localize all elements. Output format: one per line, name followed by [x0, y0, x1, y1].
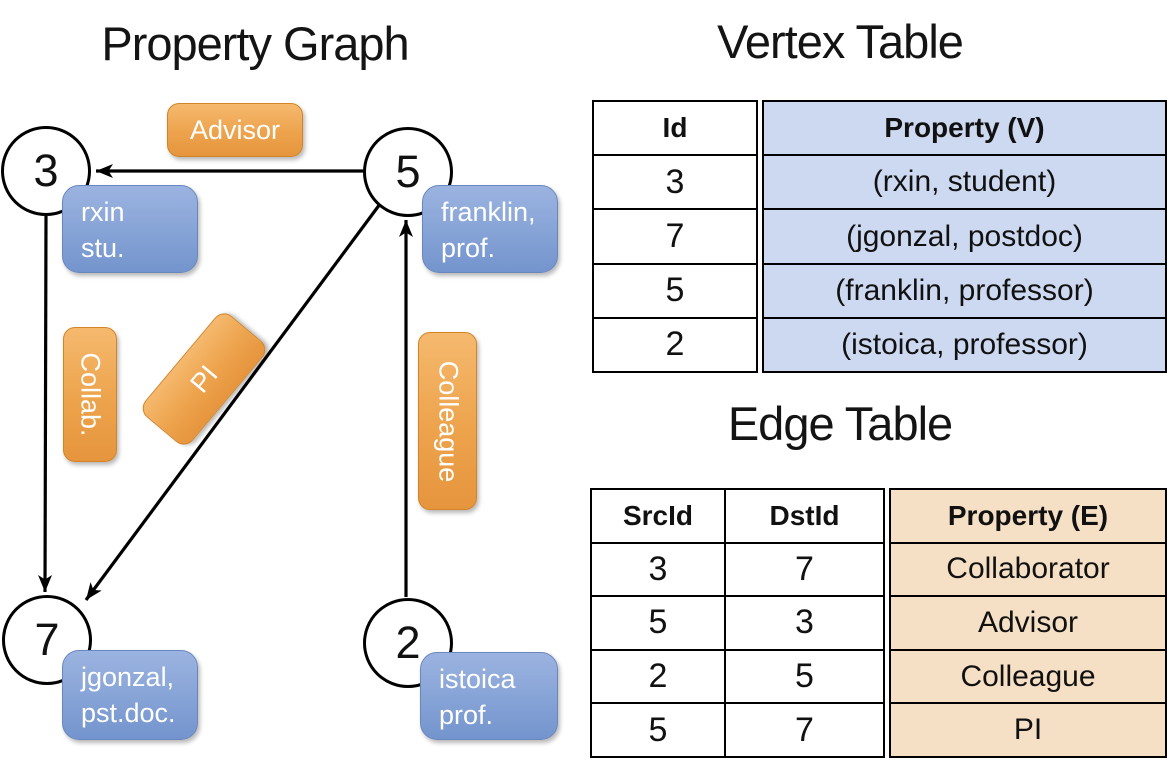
vertex-property-line: rxin [81, 197, 125, 227]
edge-dstid-cell: 7 [726, 541, 883, 596]
vertex-id-cell: 7 [594, 208, 756, 262]
edge-property-cell: PI [891, 702, 1165, 756]
vertex-property-cell: (istoica, professor) [764, 316, 1165, 371]
vertex-property-box-franklin: franklin, prof. [422, 185, 558, 273]
edge-srcid-cell: 2 [592, 648, 724, 703]
vertex-id-cell: 3 [594, 154, 756, 208]
vertex-property-box-rxin: rxin stu. [62, 185, 198, 273]
edge-ids-columns: SrcId 3 5 2 5 DstId 7 3 5 7 [590, 488, 885, 758]
vertex-table: Id 3 7 5 2 Property (V) (rxin, student) … [592, 100, 1167, 373]
property-graph-title: Property Graph [101, 17, 409, 70]
edge-property-cell: Collaborator [891, 541, 1165, 596]
vertex-property-line: jgonzal, [81, 662, 175, 692]
edge-label-text: Advisor [189, 114, 281, 145]
graph-node-5: 5 [363, 127, 453, 217]
edge-property-header: Property (E) [947, 499, 1109, 531]
vertex-property-line: istoica [439, 664, 516, 694]
edge-label-colleague: Colleague [418, 332, 477, 510]
graph-node-2: 2 [363, 598, 453, 688]
edge-table: SrcId 3 5 2 5 DstId 7 3 5 7 Property (E)… [590, 488, 1167, 758]
edge-label-text: PI [183, 359, 224, 399]
vertex-property-box-istoica: istoica prof. [420, 652, 558, 740]
vertex-property-header: Property (V) [884, 112, 1045, 144]
node-id-label: 7 [34, 614, 60, 665]
vertex-property-line: franklin, [441, 197, 536, 227]
edge-arrow-3-to-7 [38, 215, 53, 593]
edge-property-cell: Advisor [891, 595, 1165, 649]
edge-srcid-cell: 3 [592, 541, 724, 596]
edge-dstid-cell: 5 [726, 648, 883, 703]
edge-srcid-cell: 5 [592, 595, 724, 649]
vertex-table-title: Vertex Table [717, 15, 964, 68]
node-id-label: 5 [395, 146, 421, 197]
edge-srcid-cell: 5 [592, 702, 724, 756]
edge-property-cell: Colleague [891, 648, 1165, 703]
vertex-id-column: Id 3 7 5 2 [592, 100, 758, 373]
vertex-property-column: Property (V) (rxin, student) (jgonzal, p… [762, 100, 1167, 373]
vertex-property-cell: (rxin, student) [764, 154, 1165, 208]
edge-dstid-cell: 3 [726, 595, 883, 649]
vertex-property-line: stu. [81, 233, 125, 263]
graph-edges-canvas [38, 164, 413, 601]
edge-label-collab: Collab. [63, 327, 117, 462]
vertex-property-box-jgonzal: jgonzal, pst.doc. [62, 650, 198, 740]
edge-label-advisor: Advisor [167, 103, 303, 157]
edge-srcid-column: SrcId 3 5 2 5 [592, 490, 726, 756]
edge-dstid-cell: 7 [726, 702, 883, 756]
edge-dstid-column: DstId 7 3 5 7 [726, 490, 883, 756]
vertex-id-cell: 2 [594, 316, 756, 371]
edge-srcid-header: SrcId [622, 499, 694, 531]
edge-table-title: Edge Table [727, 397, 953, 450]
vertex-property-line: prof. [439, 700, 494, 730]
edge-property-column: Property (E) Collaborator Advisor Collea… [889, 488, 1167, 758]
vertex-property-line: prof. [441, 233, 496, 263]
vertex-id-header: Id [662, 112, 688, 144]
node-id-label: 3 [33, 145, 59, 196]
vertex-property-cell: (jgonzal, postdoc) [764, 208, 1165, 262]
edge-label-text: Colleague [433, 360, 463, 482]
edge-label-text: Collab. [75, 352, 106, 437]
vertex-property-cell: (franklin, professor) [764, 262, 1165, 317]
edge-arrow-5-to-7 [84, 203, 382, 601]
vertex-id-cell: 5 [594, 262, 756, 317]
node-id-label: 2 [395, 617, 421, 668]
vertex-property-line: pst.doc. [81, 698, 176, 728]
edge-dstid-header: DstId [769, 499, 840, 531]
